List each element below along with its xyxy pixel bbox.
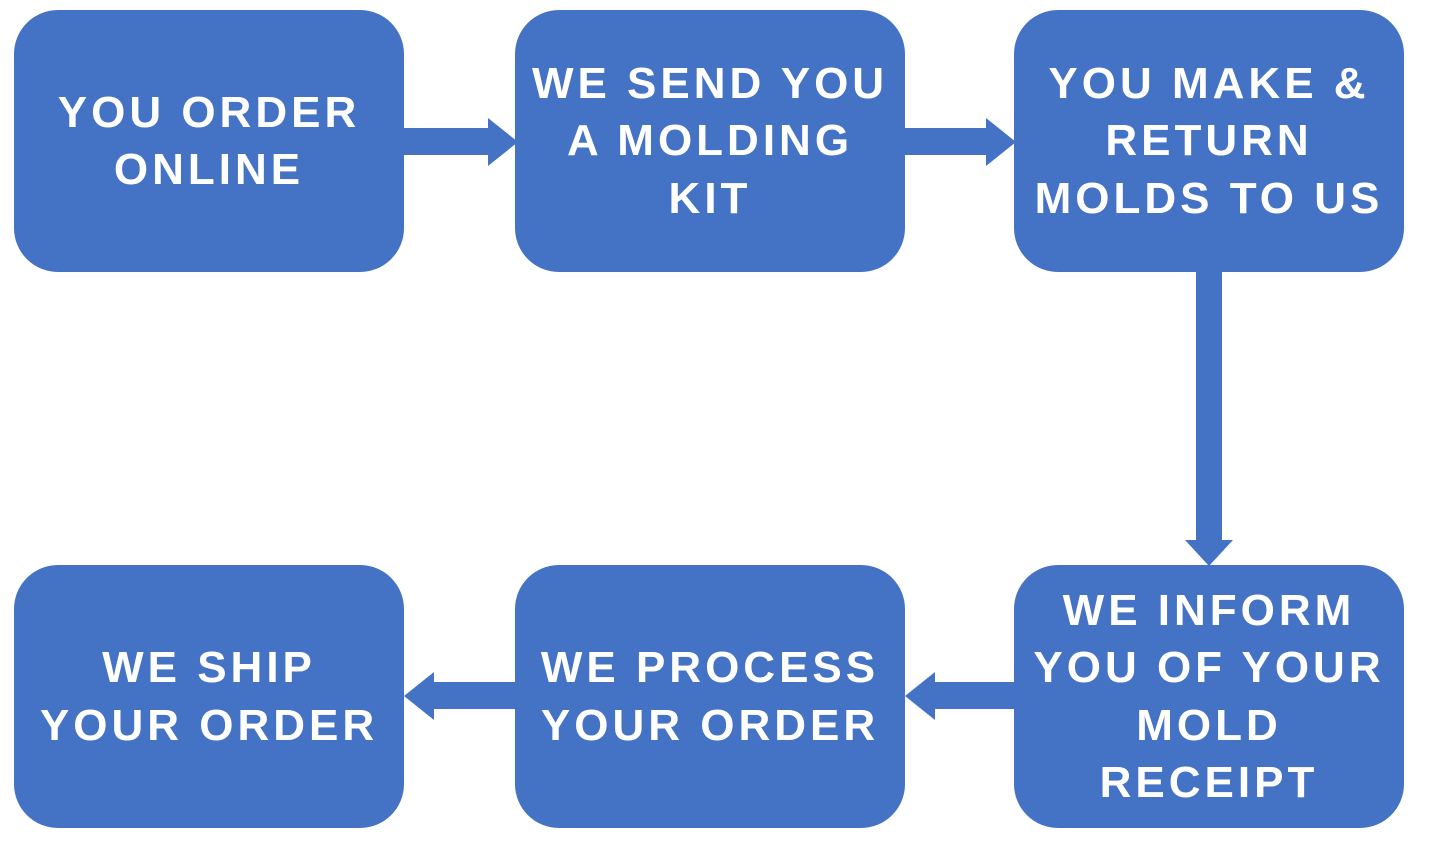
- arrow-stem: [403, 128, 490, 155]
- arrow-stem: [1196, 270, 1222, 542]
- step-box-process-order: WE PROCESS YOUR ORDER: [515, 565, 905, 828]
- step-box-send-kit: WE SEND YOU A MOLDING KIT: [515, 10, 905, 272]
- step-label-process-order: WE PROCESS YOUR ORDER: [540, 643, 880, 750]
- step-box-order-online: YOU ORDER ONLINE: [14, 10, 404, 272]
- step-box-ship-order: WE SHIP YOUR ORDER: [14, 565, 404, 828]
- step-box-make-return: YOU MAKE & RETURN MOLDS TO US: [1014, 10, 1404, 272]
- step-label-make-return: YOU MAKE & RETURN MOLDS TO US: [1034, 59, 1384, 223]
- step-label-order-online: YOU ORDER ONLINE: [57, 87, 361, 194]
- arrow-stem: [933, 682, 1015, 709]
- arrow-stem: [904, 128, 988, 155]
- arrow-left-icon: [404, 672, 434, 720]
- arrow-stem: [432, 682, 516, 709]
- step-box-inform-receipt: WE INFORM YOU OF YOUR MOLD RECEIPT: [1014, 565, 1404, 828]
- step-label-ship-order: WE SHIP YOUR ORDER: [39, 643, 379, 750]
- arrow-right-icon: [488, 118, 518, 166]
- step-label-inform-receipt: WE INFORM YOU OF YOUR MOLD RECEIPT: [1033, 586, 1385, 807]
- arrow-down-icon: [1185, 540, 1233, 566]
- arrow-right-icon: [986, 118, 1016, 166]
- arrow-left-icon: [905, 672, 935, 720]
- step-label-send-kit: WE SEND YOU A MOLDING KIT: [531, 59, 889, 223]
